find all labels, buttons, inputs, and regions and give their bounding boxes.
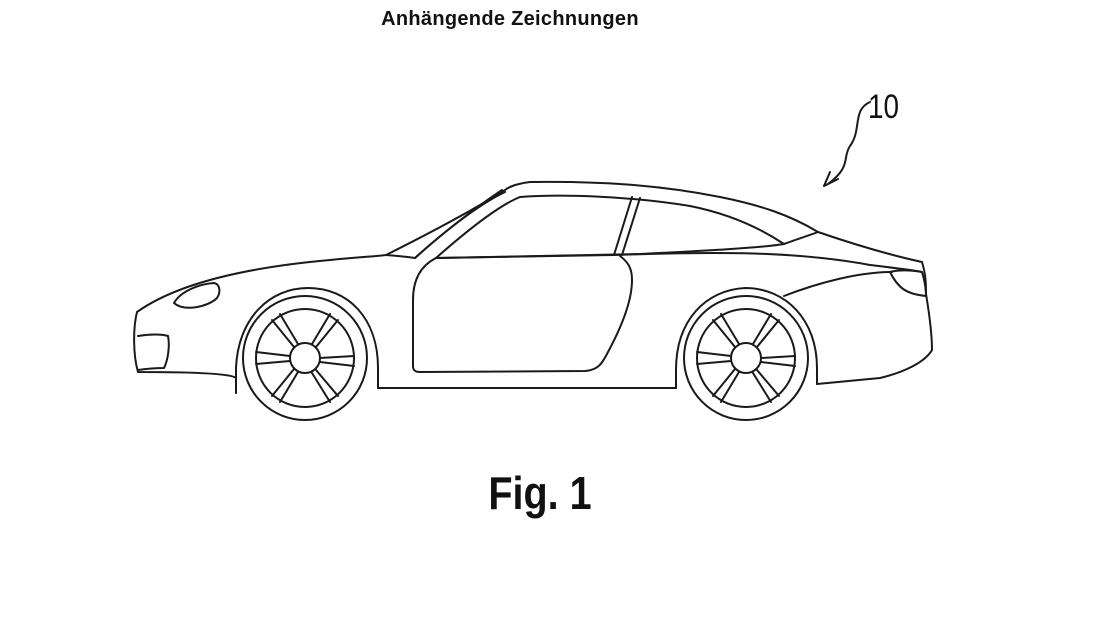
reference-leader-arrow bbox=[823, 101, 871, 187]
rear-haunch-line bbox=[783, 271, 893, 297]
car-body bbox=[133, 180, 933, 394]
front-tire bbox=[242, 295, 368, 421]
belt-line bbox=[435, 251, 923, 273]
page-heading: Anhängende Zeichnungen bbox=[381, 8, 639, 30]
rear-wheel bbox=[683, 295, 809, 421]
headlight bbox=[173, 282, 221, 309]
front-wheel-arch bbox=[235, 287, 379, 394]
front-wheel bbox=[242, 295, 368, 421]
rear-roofline bbox=[783, 231, 819, 245]
rear-spokes bbox=[696, 313, 796, 403]
leader-line bbox=[827, 101, 871, 185]
windshield-inner bbox=[414, 191, 506, 259]
b-pillar bbox=[613, 196, 633, 256]
front-spokes bbox=[255, 313, 355, 403]
hood-line bbox=[385, 254, 416, 259]
side-window bbox=[435, 194, 785, 259]
reference-numeral-10: 10 bbox=[868, 88, 900, 126]
b-pillar-2 bbox=[621, 197, 641, 256]
taillight bbox=[889, 269, 927, 297]
leader-arrowhead bbox=[823, 171, 839, 187]
rear-wheel-arch bbox=[675, 287, 818, 389]
front-rim bbox=[255, 308, 355, 408]
front-intake bbox=[137, 333, 170, 371]
rear-tire bbox=[683, 295, 809, 421]
figure-caption: Fig. 1 bbox=[488, 467, 592, 519]
door-outline bbox=[412, 255, 633, 373]
body-outline bbox=[133, 180, 933, 394]
rear-rim bbox=[696, 308, 796, 408]
